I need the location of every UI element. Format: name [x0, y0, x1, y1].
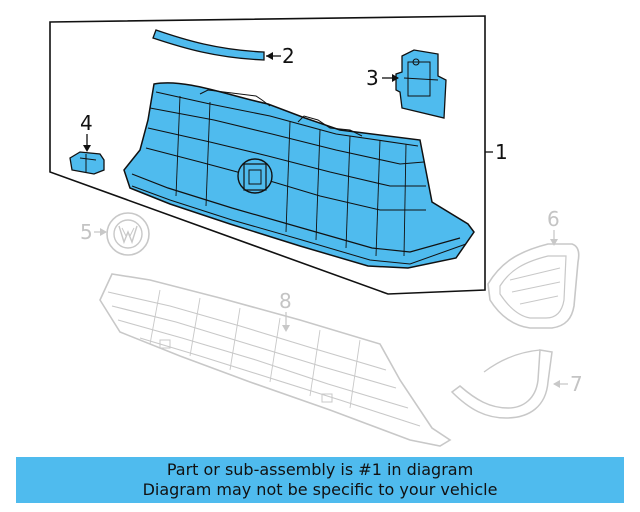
leader-5	[94, 228, 107, 236]
banner-line-2: Diagram may not be specific to your vehi…	[142, 480, 498, 499]
info-banner: Part or sub-assembly is #1 in diagram Di…	[16, 457, 624, 503]
part-7-trim-strip[interactable]	[450, 349, 553, 419]
callout-2: 2	[282, 44, 295, 68]
part-6-bezel[interactable]	[487, 243, 580, 329]
part-3-bracket[interactable]	[395, 49, 447, 119]
part-2-upper-moulding[interactable]	[152, 29, 265, 61]
assembly-frame	[49, 15, 486, 295]
callout-3: 3	[366, 66, 379, 90]
leader-7	[553, 380, 568, 388]
callout-1: 1	[495, 140, 508, 164]
part-5-emblem[interactable]	[106, 212, 150, 256]
leader-8	[282, 312, 290, 332]
callout-6: 6	[547, 207, 560, 231]
part-8-lower-grille[interactable]	[99, 273, 452, 447]
banner-line-1: Part or sub-assembly is #1 in diagram	[166, 460, 474, 479]
parts-diagram: 1 2 3 4 5 6 7 8	[49, 15, 583, 447]
callout-8: 8	[279, 289, 292, 313]
leader-2	[266, 52, 281, 60]
part-1-grille[interactable]	[123, 82, 475, 269]
callout-5: 5	[80, 220, 93, 244]
part-4-clip[interactable]	[69, 151, 105, 175]
callout-4: 4	[80, 111, 93, 135]
callout-7: 7	[570, 372, 583, 396]
leader-3	[382, 74, 399, 82]
leader-6	[550, 230, 558, 246]
leader-4	[83, 134, 91, 152]
